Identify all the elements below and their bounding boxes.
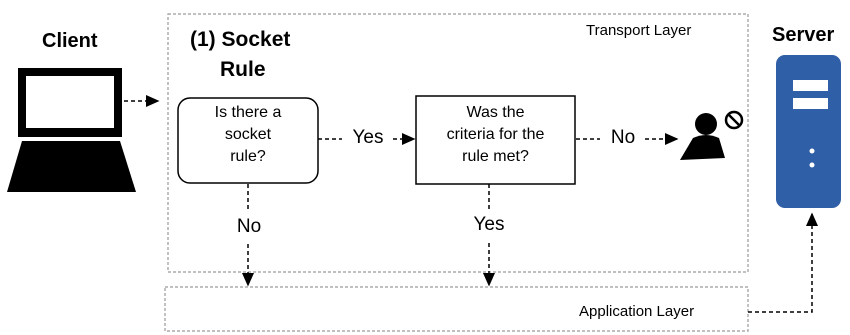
decision-socket-rule-line3: rule? [230,148,266,165]
client-label: Client [42,30,98,52]
server-icon [776,55,841,208]
server-label: Server [772,24,835,46]
edge-label-yes-down: Yes [465,214,513,236]
application-layer-label: Application Layer [579,303,695,320]
decision-socket-rule-line1: Is there a [214,104,282,121]
edge-label-no-right: No [603,127,643,149]
laptop-icon [7,68,136,192]
decision-criteria-text: Was the criteria for the rule met? [416,102,575,168]
socket-rule-title-line1: (1) Socket [190,28,291,51]
socket-rule-title-line2: Rule [220,58,266,81]
decision-socket-rule-line2: socket [224,126,272,143]
decision-socket-rule-text: Is there a socket rule? [178,102,318,168]
transport-layer-box [167,13,749,273]
blocked-user-icon [680,110,744,160]
transport-layer-label: Transport Layer [586,22,692,39]
edge-label-yes-right: Yes [345,127,391,149]
decision-box-socket-rule [177,97,319,184]
arrow-application-to-server [748,212,818,313]
application-layer-box [164,286,749,332]
decision-box-criteria-met [415,95,576,185]
edge-label-no-down: No [232,216,266,238]
decision-criteria-line1: Was the [466,104,525,121]
decision-criteria-line3: rule met? [462,148,529,165]
decision-criteria-line2: criteria for the [446,126,545,143]
